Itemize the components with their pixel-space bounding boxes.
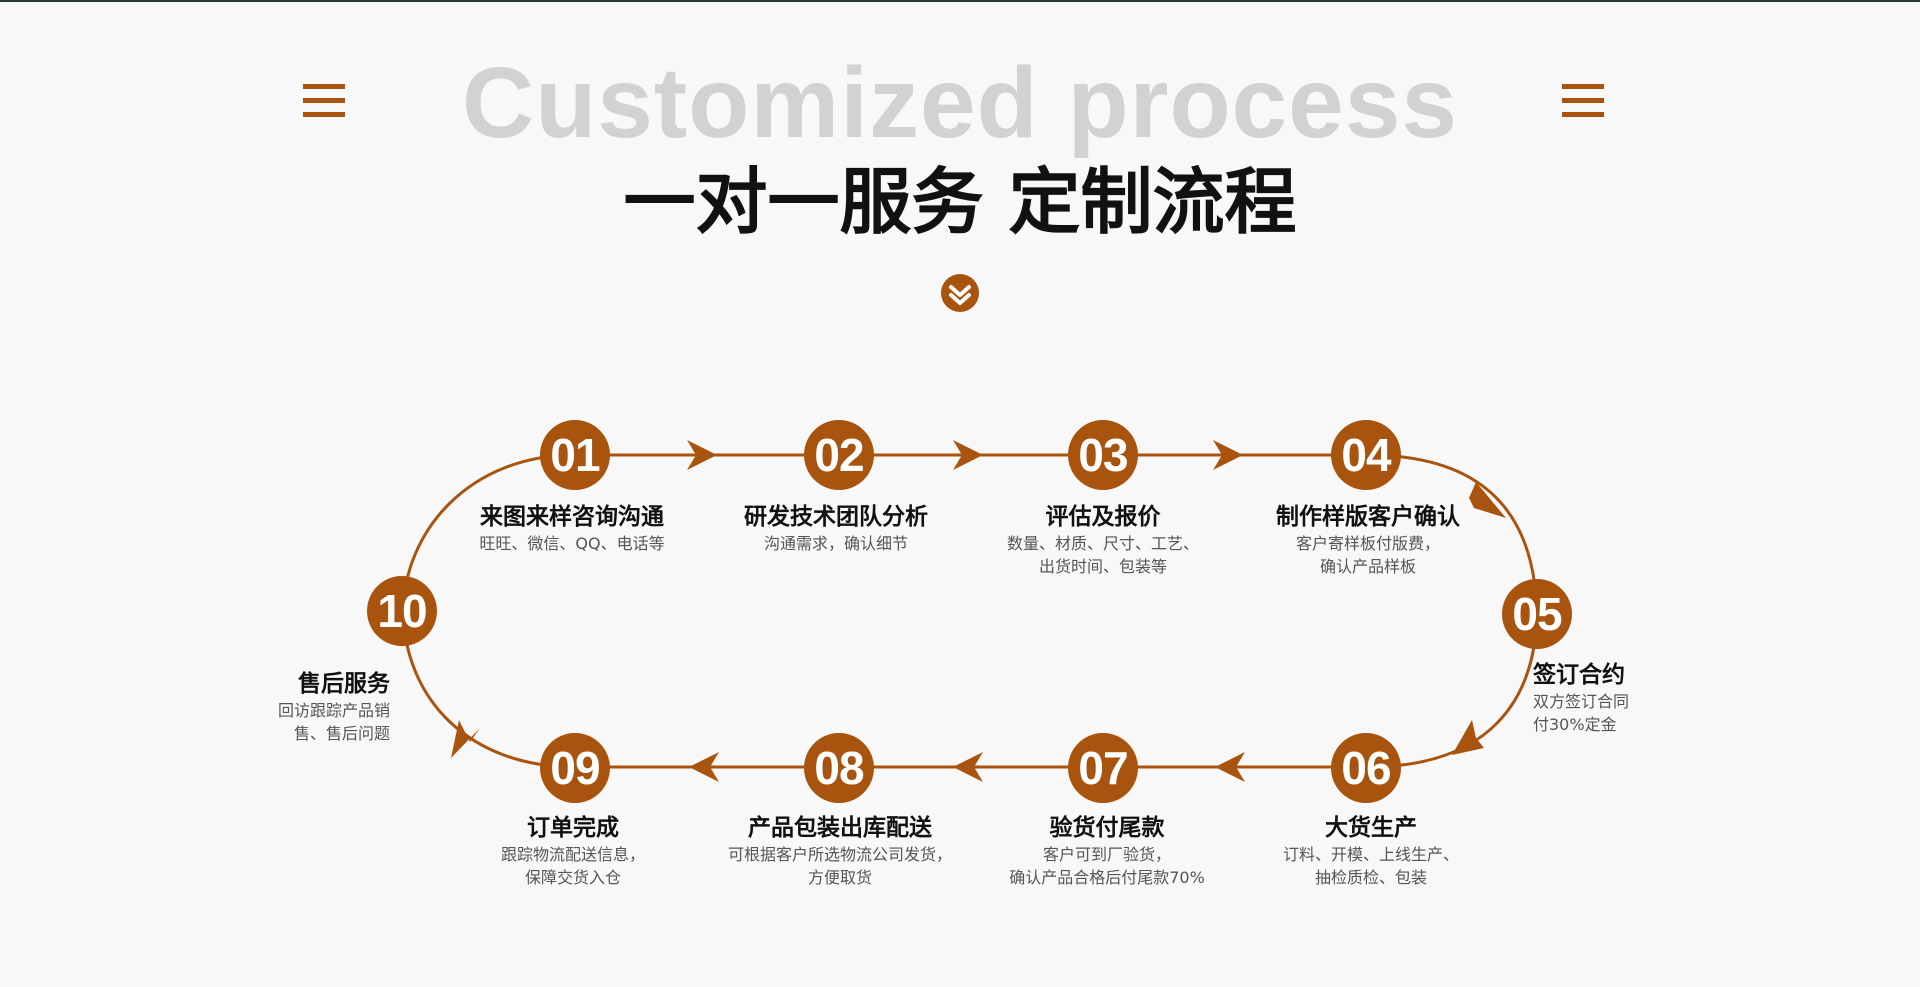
step-title: 制作样版客户确认 [1276,504,1460,530]
step-title: 订单完成 [527,815,619,841]
menu-icon[interactable] [1562,84,1604,118]
step-02: 研发技术团队分析 沟通需求，确认细节 [686,502,986,555]
arrow-right-icon [1213,440,1243,470]
step-desc: 双方签订合同 [1533,692,1630,711]
step-desc: 回访跟踪产品销 [277,701,390,720]
step-07: 验货付尾款 客户可到厂验货， 确认产品合格后付尾款70% [957,813,1257,889]
step-title: 研发技术团队分析 [744,504,928,530]
step-desc: 沟通需求，确认细节 [763,534,908,553]
chevron-down-icon[interactable] [941,274,979,312]
step-title: 大货生产 [1325,815,1417,841]
step-number-07: 07 [1068,733,1138,803]
step-number-02: 02 [804,420,874,490]
step-desc: 订料、开模、上线生产、 [1282,845,1459,864]
step-number-10: 10 [367,576,437,646]
step-number-04: 04 [1331,420,1401,490]
step-number-01: 01 [540,420,610,490]
step-desc: 出货时间、包装等 [1038,557,1167,576]
step-desc: 付30%定金 [1533,715,1617,734]
step-desc: 售、售后问题 [293,724,390,743]
step-number-06: 06 [1331,733,1401,803]
arrow-left-icon [953,752,983,782]
page-title-en: Customized process [461,47,1459,159]
step-title: 签订合约 [1533,662,1625,688]
step-number-03: 03 [1068,420,1138,490]
step-number-09: 09 [540,733,610,803]
step-title: 产品包装出库配送 [748,815,932,841]
step-06: 大货生产 订料、开模、上线生产、 抽检质检、包装 [1221,813,1521,889]
step-title: 来图来样咨询沟通 [480,504,664,530]
step-desc: 可根据客户所选物流公司发货， [727,845,952,864]
top-border [0,0,1920,2]
step-desc: 旺旺、微信、QQ、电话等 [479,534,665,553]
step-desc: 抽检质检、包装 [1314,868,1427,887]
step-title: 评估及报价 [1045,504,1161,530]
arrow-right-icon [687,440,717,470]
step-desc: 跟踪物流配送信息， [500,845,645,864]
step-desc: 数量、材质、尺寸、工艺、 [1006,534,1199,553]
menu-icon[interactable] [303,84,345,118]
step-desc: 客户寄样板付版费， [1295,534,1440,553]
step-desc: 客户可到厂验货， [1042,845,1171,864]
step-title: 售后服务 [298,671,390,697]
arrow-left-icon [689,752,719,782]
step-01: 来图来样咨询沟通 旺旺、微信、QQ、电话等 [422,502,722,555]
step-10: 售后服务 回访跟踪产品销 售、售后问题 [190,669,390,745]
step-number-08: 08 [804,733,874,803]
step-05: 签订合约 双方签订合同 付30%定金 [1533,660,1733,736]
step-desc: 确认产品样板 [1319,557,1416,576]
step-03: 评估及报价 数量、材质、尺寸、工艺、 出货时间、包装等 [953,502,1253,578]
step-09: 订单完成 跟踪物流配送信息， 保障交货入仓 [423,813,723,889]
step-04: 制作样版客户确认 客户寄样板付版费， 确认产品样板 [1218,502,1518,578]
step-desc: 确认产品合格后付尾款70% [1009,868,1205,887]
arrow-right-icon [953,440,983,470]
arrow-left-icon [1215,752,1245,782]
step-title: 验货付尾款 [1049,815,1165,841]
arrow-up-icon [451,720,480,758]
step-desc: 保障交货入仓 [524,868,621,887]
step-08: 产品包装出库配送 可根据客户所选物流公司发货， 方便取货 [690,813,990,889]
page-title-zh: 一对一服务 定制流程 [623,160,1297,244]
step-desc: 方便取货 [807,868,872,887]
arrow-down-icon [1452,720,1484,755]
step-number-05: 05 [1502,579,1572,649]
arrow-down-icon [1469,482,1506,518]
